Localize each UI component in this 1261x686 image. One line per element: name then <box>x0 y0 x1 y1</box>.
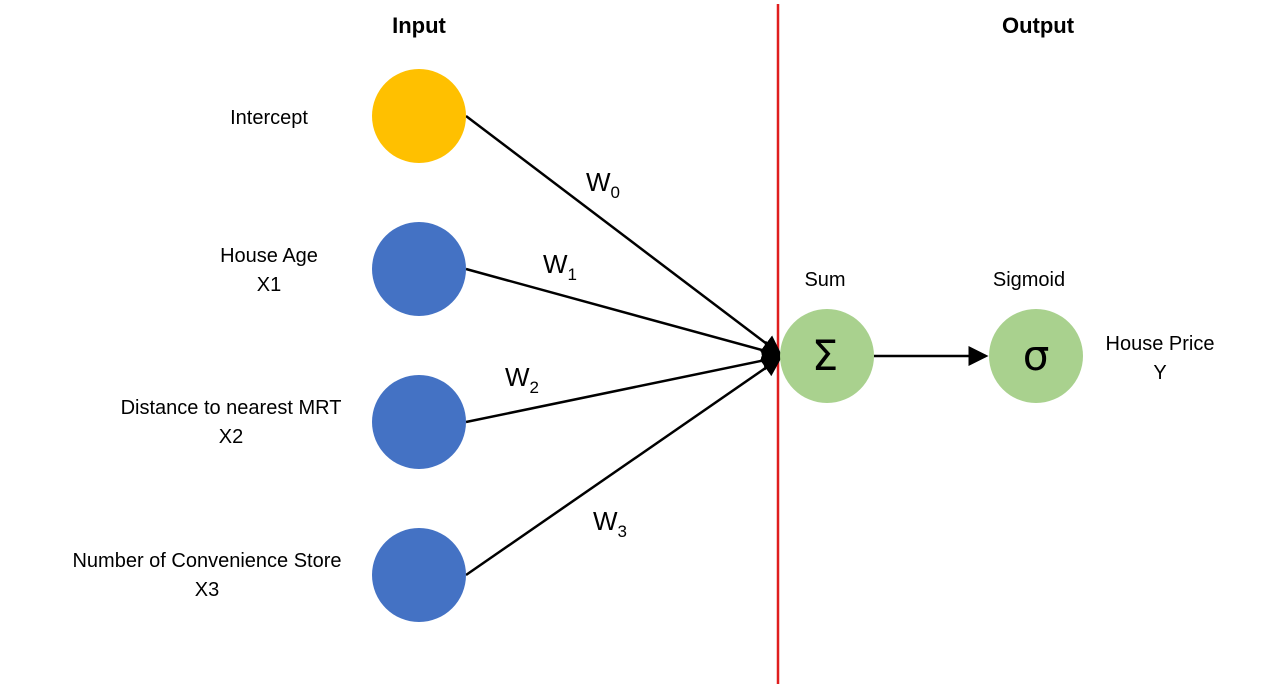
house-age-variable: X1 <box>257 274 281 296</box>
distance-mrt-node <box>372 375 466 469</box>
convenience-store-variable: X3 <box>195 579 219 601</box>
distance-mrt-variable: X2 <box>219 426 243 448</box>
weight-w1-label: W1 <box>543 249 577 284</box>
sum-node <box>780 309 874 403</box>
house-age-node <box>372 222 466 316</box>
sigmoid-title: Sigmoid <box>993 269 1065 291</box>
house-price-label: House Price <box>1106 333 1215 355</box>
house-age-label: House Age <box>220 245 318 267</box>
output-heading: Output <box>1002 13 1075 38</box>
convenience-store-node <box>372 528 466 622</box>
connection-intercept <box>465 115 782 356</box>
house-price-variable: Y <box>1153 362 1166 384</box>
sigmoid-node <box>989 309 1083 403</box>
connection-convenience-store <box>465 356 783 577</box>
intercept-label: Intercept <box>230 107 308 129</box>
sum-title: Sum <box>804 269 845 291</box>
weight-w2-label: W2 <box>505 362 539 397</box>
convenience-store-label: Number of Convenience Store <box>72 550 341 572</box>
connection-distance-mrt <box>465 350 783 424</box>
connection-house-age <box>465 267 783 361</box>
sum-symbol-icon: Σ <box>812 331 839 380</box>
intercept-node <box>372 69 466 163</box>
weight-w0-label: W0 <box>586 167 620 202</box>
weight-w3-label: W3 <box>593 506 627 541</box>
distance-mrt-label: Distance to nearest MRT <box>121 397 342 419</box>
sigmoid-symbol-icon: σ <box>1023 331 1050 380</box>
input-heading: Input <box>392 13 446 38</box>
